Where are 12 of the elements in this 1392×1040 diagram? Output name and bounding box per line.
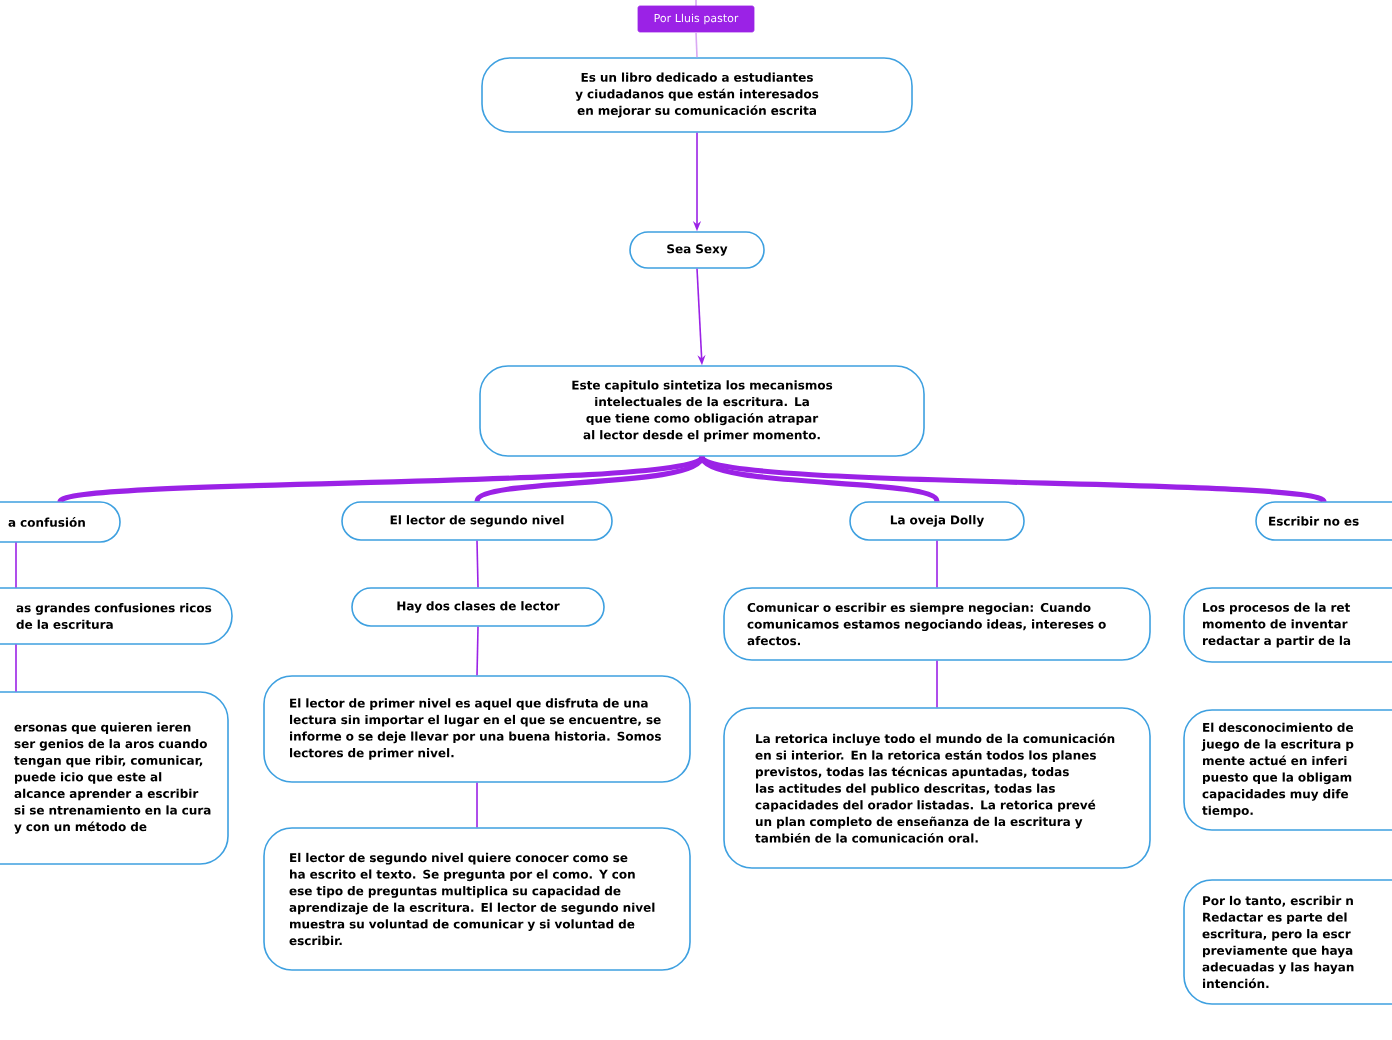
connector [476,626,479,676]
connector [936,660,938,708]
connector [699,455,939,503]
connector [59,454,704,504]
connector [475,455,705,503]
connector [936,540,938,588]
connector [695,31,698,58]
connector [476,540,479,588]
connector [15,643,17,693]
connector [700,454,1326,504]
connector [476,782,478,828]
connector [15,541,17,589]
